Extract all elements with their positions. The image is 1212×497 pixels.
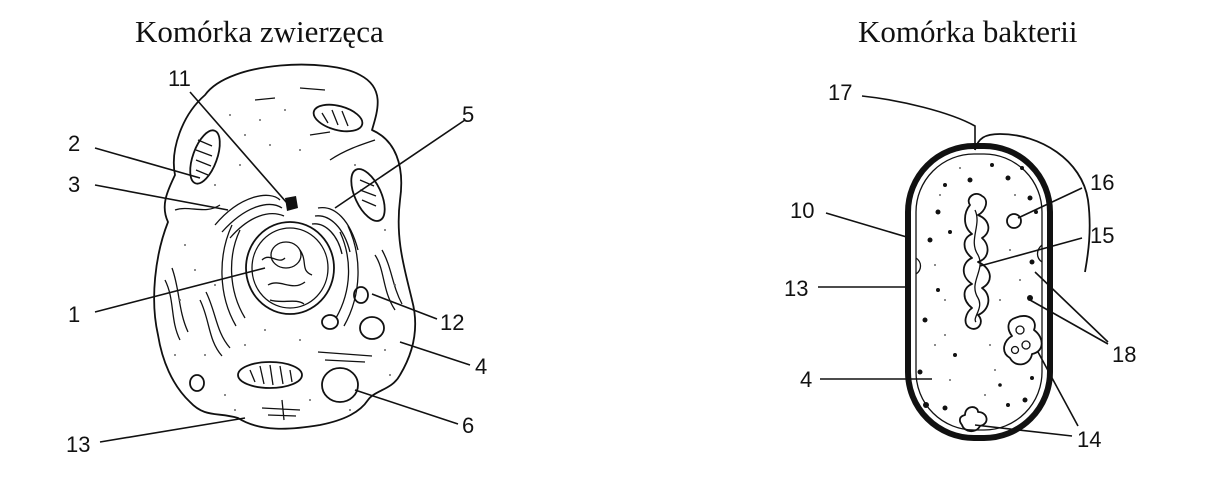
bacteria-label-13: 13 [784,276,808,301]
bacteria-label-16: 16 [1090,170,1114,195]
animal-label-13: 13 [66,432,90,457]
ribosomes [917,163,1038,411]
nucleoid [962,193,991,330]
bacteria-label-14: 14 [1077,427,1101,452]
animal-label-2: 2 [68,131,80,156]
animal-cell-membrane [153,63,417,430]
animal-label-4: 4 [475,354,487,379]
animal-label-1: 1 [68,302,80,327]
animal-label-11: 11 [168,66,191,91]
bacteria-label-15: 15 [1090,223,1114,248]
bacteria-label-4: 4 [800,367,812,392]
cell-membrane [915,153,1043,431]
bacteria-cytoplasm-stipple [934,167,1021,396]
animal-label-5: 5 [462,102,474,127]
animal-cell-title: Komórka zwierzęca [135,14,384,49]
flagellum [974,133,1091,273]
bacterial-cell-drawing: 17 16 10 15 13 18 4 14 [784,80,1136,452]
bacterial-cell-title: Komórka bakterii [858,14,1078,49]
animal-label-12: 12 [440,310,464,335]
animal-label-3: 3 [68,172,80,197]
nucleus [245,221,335,315]
animal-label-6: 6 [462,413,474,438]
bacteria-label-10: 10 [790,198,814,223]
animal-cell-drawing: 11 5 2 3 1 12 4 6 13 [66,63,487,457]
bacteria-label-17: 17 [828,80,852,105]
animal-cytoplasm-stipple [174,109,396,411]
bacteria-label-18: 18 [1112,342,1136,367]
cell-wall [905,143,1053,441]
